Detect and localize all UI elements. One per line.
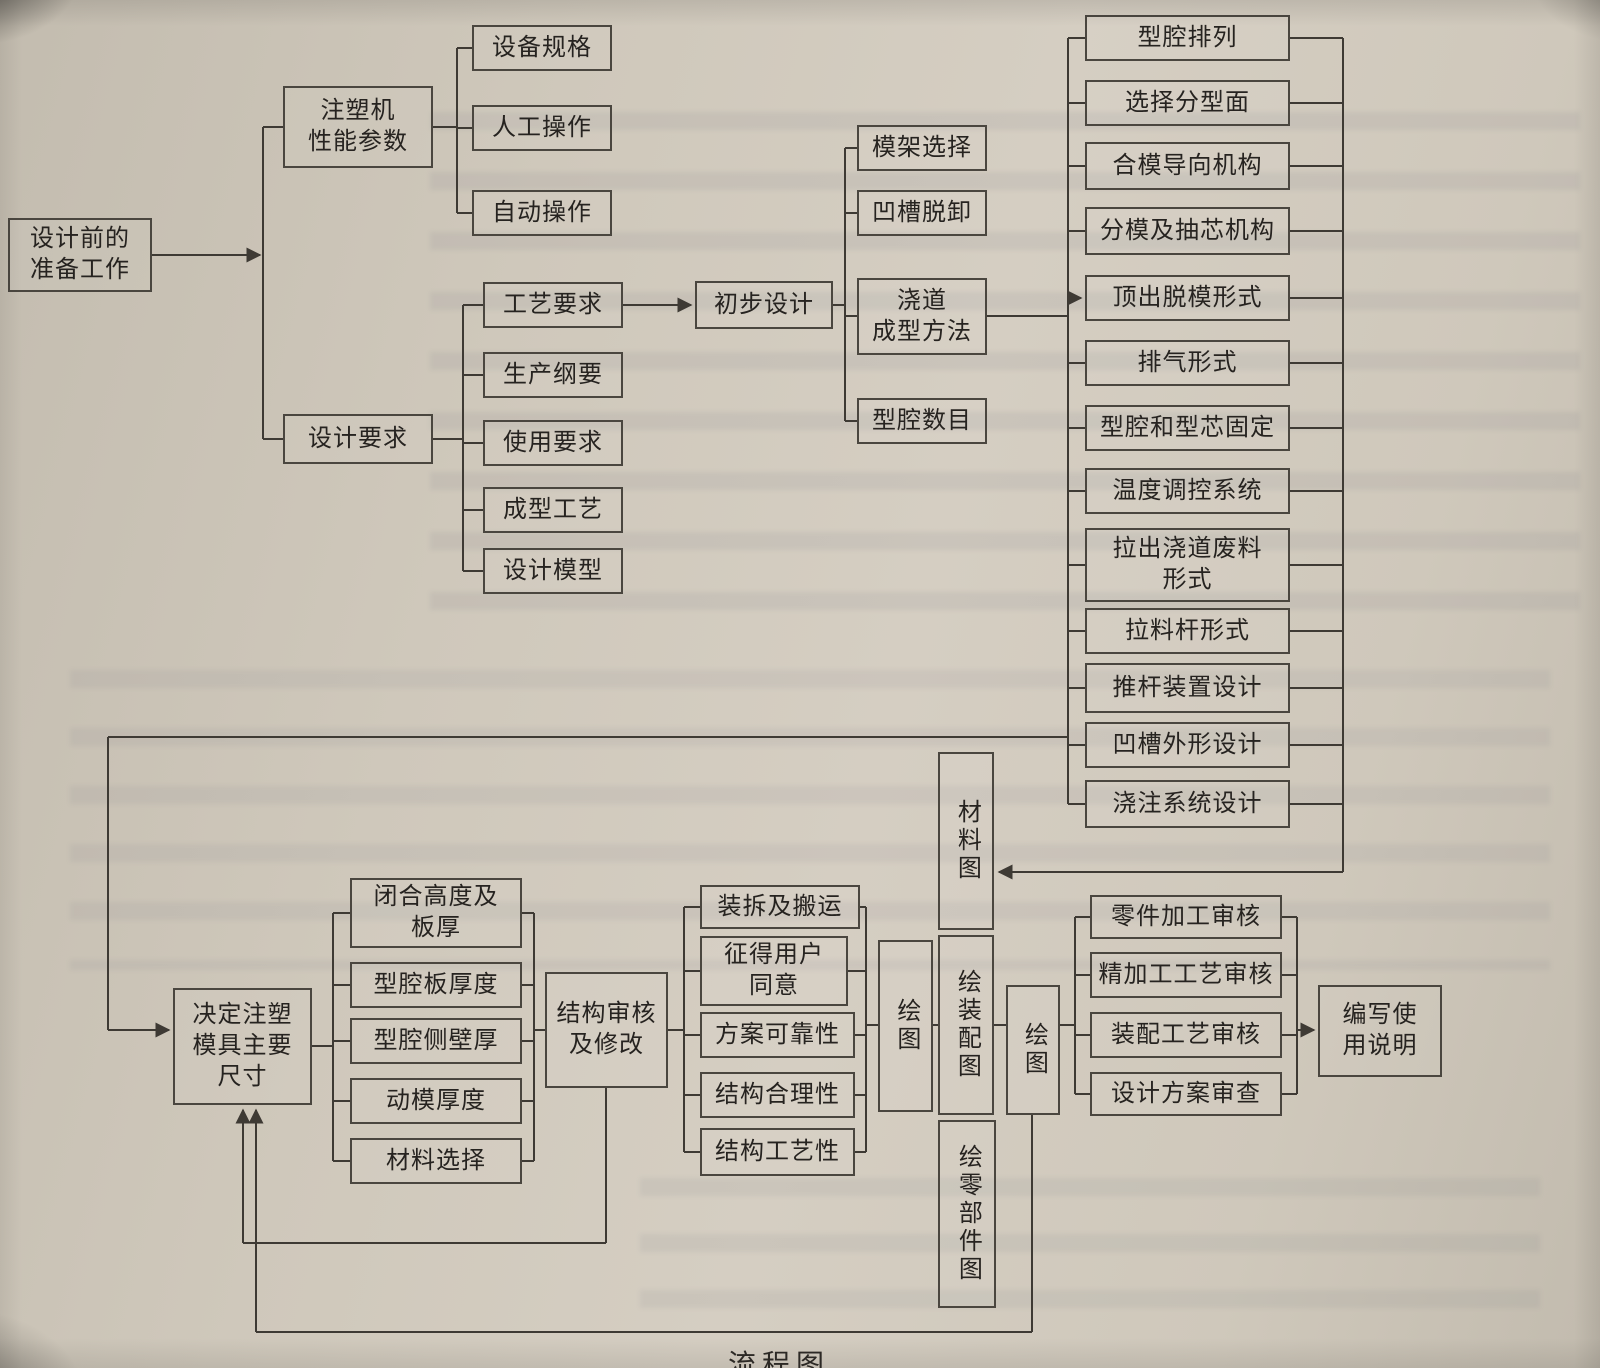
box-cavity-plate-thickness: 型腔板厚度: [350, 962, 522, 1008]
box-user-consent: 征得用户 同意: [700, 936, 848, 1006]
box-moving-mold-thickness: 动模厚度: [350, 1078, 522, 1124]
box-manual-operation: 人工操作: [472, 105, 612, 151]
box-push-rod-design: 推杆装置设计: [1085, 663, 1290, 713]
box-material-drawing: 材料图: [938, 752, 994, 930]
box-pull-rod-form: 拉料杆形式: [1085, 608, 1290, 654]
box-structure-rationality: 结构合理性: [700, 1072, 855, 1118]
box-preliminary-design: 初步设计: [695, 281, 833, 329]
box-drawing-1: 绘图: [878, 940, 933, 1112]
box-parting-surface: 选择分型面: [1085, 80, 1290, 126]
box-closing-height: 闭合高度及 板厚: [350, 878, 522, 948]
box-machine-parameters: 注塑机 性能参数: [283, 86, 433, 168]
box-main-dimensions: 决定注塑 模具主要 尺寸: [173, 988, 312, 1105]
box-assembly-process-review: 装配工艺审核: [1090, 1012, 1282, 1058]
box-gating-system-design: 浇注系统设计: [1085, 780, 1290, 828]
box-cavity-arrangement: 型腔排列: [1085, 15, 1290, 61]
box-write-instructions: 编写使 用说明: [1318, 985, 1442, 1077]
box-design-requirements: 设计要求: [283, 414, 433, 464]
box-exhaust-form: 排气形式: [1085, 340, 1290, 386]
box-process-requirements: 工艺要求: [483, 282, 623, 328]
box-design-plan-review: 设计方案审查: [1090, 1072, 1282, 1116]
box-plan-reliability: 方案可靠性: [700, 1012, 855, 1058]
box-cavity-count: 型腔数目: [857, 398, 987, 444]
box-auto-operation: 自动操作: [472, 190, 612, 236]
box-mold-base-selection: 模架选择: [857, 125, 987, 171]
box-finishing-process-review: 精加工工艺审核: [1090, 952, 1282, 998]
figure-caption: 流程图: [728, 1350, 831, 1368]
box-cavity-wall-thickness: 型腔侧壁厚: [350, 1018, 522, 1064]
box-structure-review: 结构审核 及修改: [545, 972, 668, 1088]
box-usage-requirements: 使用要求: [483, 420, 623, 466]
box-drawing-2: 绘图: [1006, 985, 1060, 1115]
box-groove-shape-design: 凹槽外形设计: [1085, 722, 1290, 768]
box-structure-manufacturability: 结构工艺性: [700, 1128, 855, 1176]
box-assembly-transport: 装拆及搬运: [700, 885, 860, 929]
box-cavity-core-fixing: 型腔和型芯固定: [1085, 405, 1290, 451]
box-assembly-drawing: 绘装配图: [938, 935, 994, 1115]
box-core-pulling-mechanism: 分模及抽芯机构: [1085, 207, 1290, 255]
box-parts-drawing: 绘零部件图: [938, 1120, 996, 1308]
box-mold-guide-mechanism: 合模导向机构: [1085, 142, 1290, 190]
box-design-model: 设计模型: [483, 548, 623, 594]
box-material-selection: 材料选择: [350, 1138, 522, 1184]
box-molding-process: 成型工艺: [483, 487, 623, 533]
box-prep-work: 设计前的 准备工作: [8, 218, 152, 292]
box-temperature-control: 温度调控系统: [1085, 468, 1290, 514]
box-equipment-spec: 设备规格: [472, 25, 612, 71]
box-ejection-form: 顶出脱模形式: [1085, 275, 1290, 321]
box-parts-machining-review: 零件加工审核: [1090, 895, 1282, 939]
box-groove-release: 凹槽脱卸: [857, 190, 987, 236]
box-runner-waste-form: 拉出浇道废料 形式: [1085, 528, 1290, 602]
box-runner-molding-method: 浇道 成型方法: [857, 278, 987, 355]
box-production-outline: 生产纲要: [483, 352, 623, 398]
